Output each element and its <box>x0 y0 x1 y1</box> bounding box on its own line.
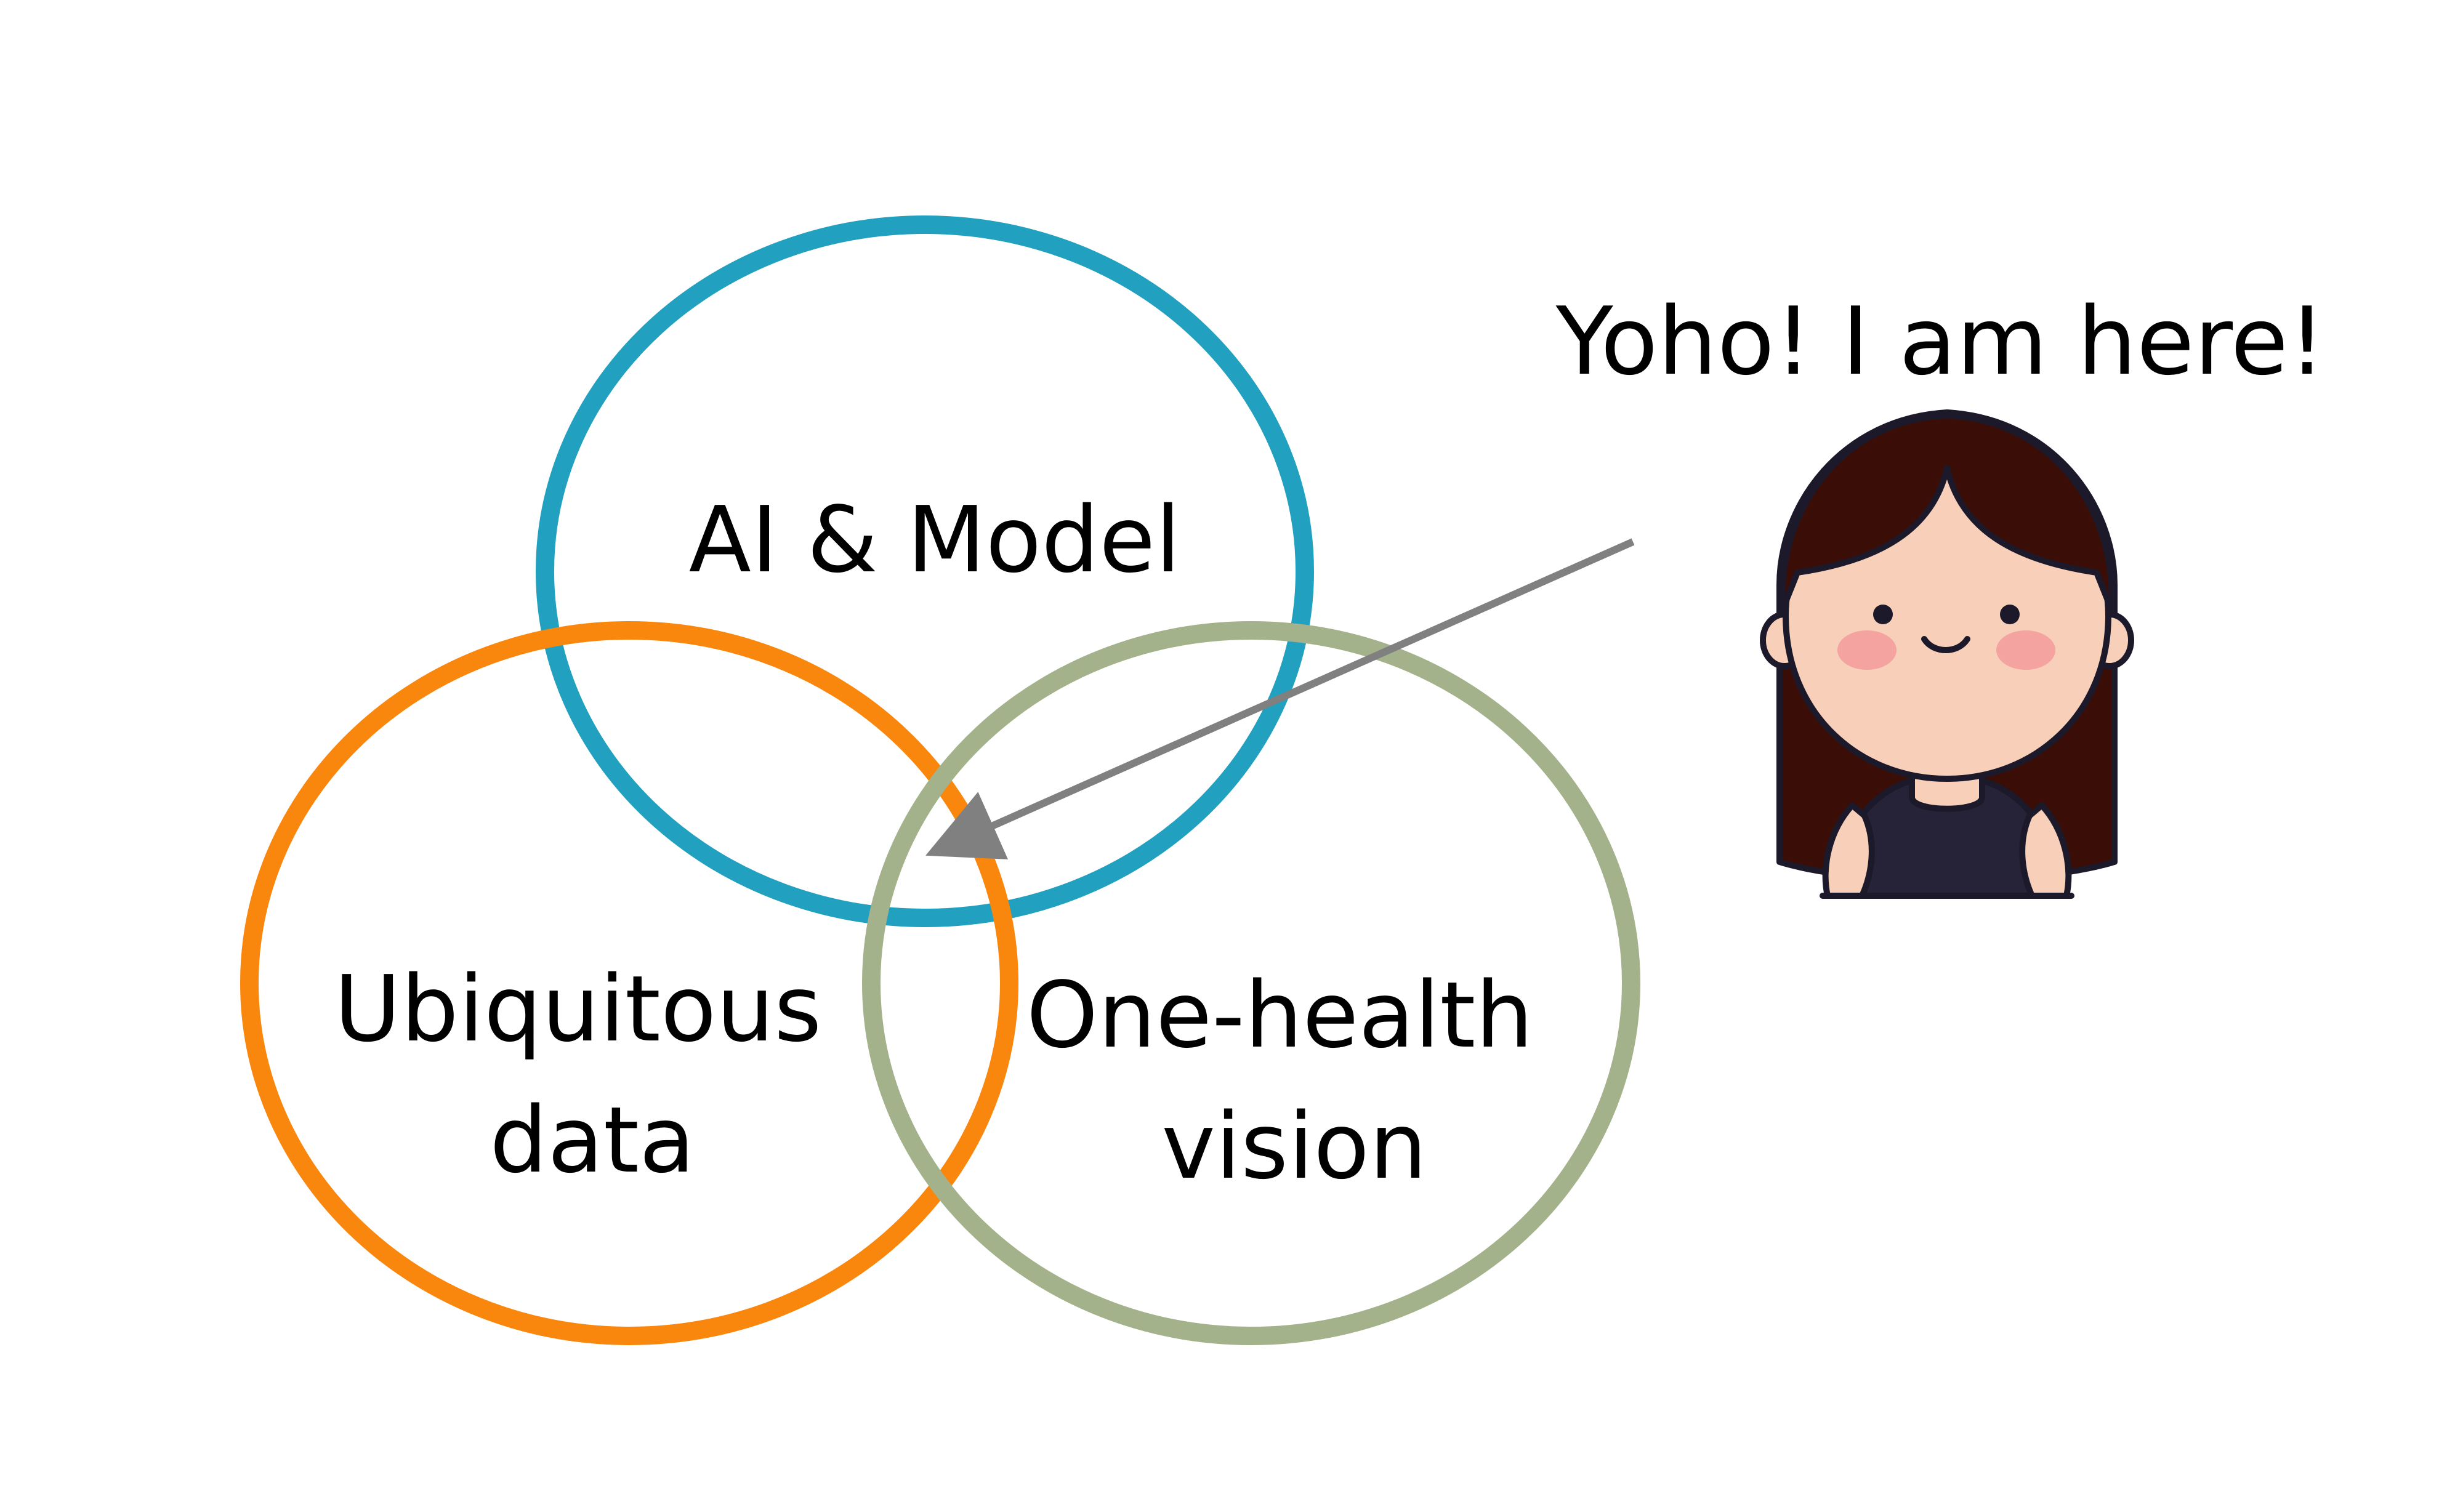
ubiquitous-data-label: Ubiquitous data <box>334 956 851 1193</box>
neck <box>1909 771 1985 812</box>
callout-arrow <box>925 538 1635 859</box>
left-eye <box>1873 605 1893 624</box>
ubiquitous-data-circle <box>240 621 1018 1345</box>
hair-fringe <box>1779 412 2115 613</box>
one-health-vision-label-line-1: One-health <box>1026 962 1533 1068</box>
ai-model-label: AI & Model <box>689 487 1181 593</box>
ubiquitous-data-label-line-2: data <box>490 1087 695 1193</box>
smile <box>1921 636 1970 653</box>
ai-model-circle <box>536 215 1314 927</box>
face-details <box>1837 605 2055 670</box>
one-health-vision-circle <box>862 621 1640 1345</box>
one-health-vision-label: One-health vision <box>1026 962 1562 1199</box>
right-eye <box>2000 605 2020 624</box>
ai-model-label-line-1: AI & Model <box>689 487 1181 593</box>
one-health-vision-label-line-2: vision <box>1161 1093 1427 1199</box>
girl-avatar-icon <box>1760 409 2134 899</box>
callout-text: Yoho! I am here! <box>1555 287 2326 396</box>
right-cheek <box>1996 630 2055 670</box>
ubiquitous-data-label-line-1: Ubiquitous <box>334 956 822 1062</box>
left-cheek <box>1837 630 1897 670</box>
